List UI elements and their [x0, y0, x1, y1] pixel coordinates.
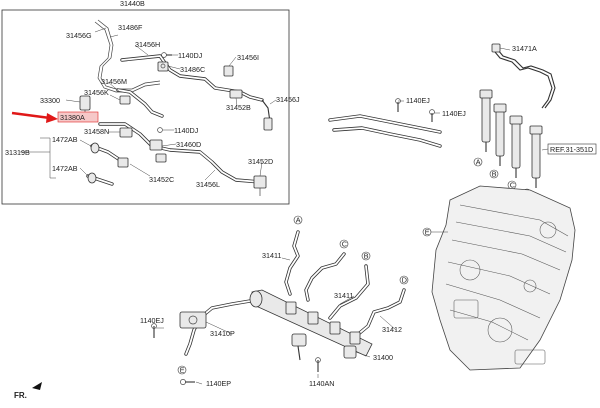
label-31460d: 31460D: [176, 140, 201, 149]
injector-b[interactable]: [493, 103, 507, 166]
clamp-1472ab-b[interactable]: [87, 172, 97, 184]
label-31319b: 31319B: [5, 148, 30, 157]
callout-e: E: [422, 228, 448, 237]
svg-text:B: B: [364, 252, 369, 261]
connector-31458n[interactable]: [119, 127, 133, 138]
bolt-1140ej-b[interactable]: [429, 109, 435, 122]
label-31456j: 31456J: [276, 95, 300, 104]
injector-pipes-upper[interactable]: [328, 114, 442, 148]
pipe-31456l[interactable]: [98, 122, 262, 184]
bolt-1140ep[interactable]: [180, 379, 195, 385]
label-31456h: 31456H: [135, 40, 160, 49]
svg-text:A: A: [296, 216, 301, 225]
label-31456i: 31456I: [237, 53, 259, 62]
fitting-31456i[interactable]: [223, 65, 234, 77]
pipe-31411-b[interactable]: [328, 264, 370, 320]
injector-a[interactable]: [479, 89, 493, 152]
label-31456l: 31456L: [196, 180, 220, 189]
return-line-31471a[interactable]: [491, 43, 556, 109]
callout-b-bottom: B: [361, 252, 371, 261]
label-31410p: 31410P: [210, 329, 235, 338]
label-31440b: 31440B: [120, 0, 145, 8]
sensor-31456j[interactable]: [261, 99, 273, 131]
common-rail-31400[interactable]: [249, 289, 373, 361]
label-31456k: 31456K: [84, 88, 109, 97]
front-indicator: FR.: [14, 382, 42, 400]
svg-text:E: E: [180, 366, 185, 375]
label-31456g: 31456G: [66, 31, 92, 40]
pipe-31456m[interactable]: [116, 88, 164, 118]
callout-b: B: [489, 170, 499, 179]
pipe-31456h[interactable]: [120, 54, 264, 102]
svg-text:E: E: [425, 228, 430, 237]
clip-31452c[interactable]: [117, 157, 129, 168]
label-1140an: 1140AN: [309, 379, 334, 388]
label-1140ej-a: 1140EJ: [406, 96, 430, 105]
leader-31471a: [499, 47, 511, 51]
callout-a-bottom: A: [293, 216, 303, 225]
clamp-1472ab-a[interactable]: [90, 142, 100, 154]
injector-c[interactable]: [509, 115, 523, 178]
bolt-1140an[interactable]: [315, 357, 321, 372]
callout-d-bottom: D: [399, 276, 409, 285]
label-31452b: 31452B: [226, 103, 251, 112]
label-fr: FR.: [14, 391, 27, 400]
label-1140ej-c: 1140EJ: [140, 316, 164, 325]
label-31411-a: 31411: [262, 251, 281, 260]
bolt-1140dj-b[interactable]: [157, 127, 163, 133]
label-31452d: 31452D: [248, 157, 273, 166]
clip-31456k[interactable]: [119, 95, 131, 105]
callout-a: A: [473, 158, 483, 167]
callout-e-bottom: E: [177, 366, 187, 375]
callout-c-bottom: C: [339, 240, 349, 249]
label-31400: 31400: [373, 353, 393, 362]
label-1140dj-a: 1140DJ: [178, 51, 203, 60]
highlight-arrow: [11, 111, 58, 123]
clip-31460d[interactable]: [149, 139, 167, 163]
bolt-1140ej-a[interactable]: [395, 98, 401, 112]
injector-d[interactable]: [529, 125, 543, 188]
label-31456m: 31456M: [101, 77, 127, 86]
svg-text:C: C: [342, 240, 347, 249]
svg-text:A: A: [476, 158, 481, 167]
pipe-31411-a[interactable]: [284, 230, 300, 296]
clip-31452b[interactable]: [229, 89, 243, 99]
engine-block: [431, 185, 576, 371]
svg-text:B: B: [492, 170, 497, 179]
svg-text:C: C: [510, 181, 515, 190]
bolt-1140dj-a[interactable]: [161, 52, 172, 58]
inset-leaders: [20, 27, 277, 181]
pipe-31411-c[interactable]: [304, 252, 346, 302]
label-1140dj-b: 1140DJ: [174, 126, 199, 135]
label-1472ab-a: 1472AB: [52, 135, 78, 144]
label-31471a: 31471A: [512, 44, 537, 53]
ref-31-351d[interactable]: REF.31-351D: [541, 143, 597, 155]
bracket-31410p[interactable]: [179, 311, 207, 329]
label-1472ab-b: 1472AB: [52, 164, 78, 173]
bottom-leaders: [156, 257, 397, 385]
clip-31452d[interactable]: [253, 175, 267, 196]
label-31412: 31412: [382, 325, 402, 334]
pipe-31456g[interactable]: [94, 19, 161, 93]
label-ref: REF.31-351D: [550, 145, 593, 154]
clip-31486c[interactable]: [157, 61, 169, 72]
inset-frame: [1, 9, 290, 205]
svg-text:D: D: [402, 276, 407, 285]
label-1140ej-b: 1140EJ: [442, 109, 466, 118]
label-31458n: 31458N: [84, 127, 109, 136]
part-31380a-highlighted[interactable]: 31380A: [57, 111, 99, 123]
bolt-1140ej-c[interactable]: [151, 323, 157, 338]
label-31452c: 31452C: [149, 175, 174, 184]
pipe-31412[interactable]: [354, 288, 406, 338]
label-33300: 33300: [40, 96, 60, 105]
label-1140ep: 1140EP: [206, 379, 231, 388]
label-31486c: 31486C: [180, 65, 205, 74]
label-31411-b: 31411: [334, 291, 353, 300]
label-31486f: 31486F: [118, 23, 143, 32]
label-31380a: 31380A: [60, 113, 85, 122]
